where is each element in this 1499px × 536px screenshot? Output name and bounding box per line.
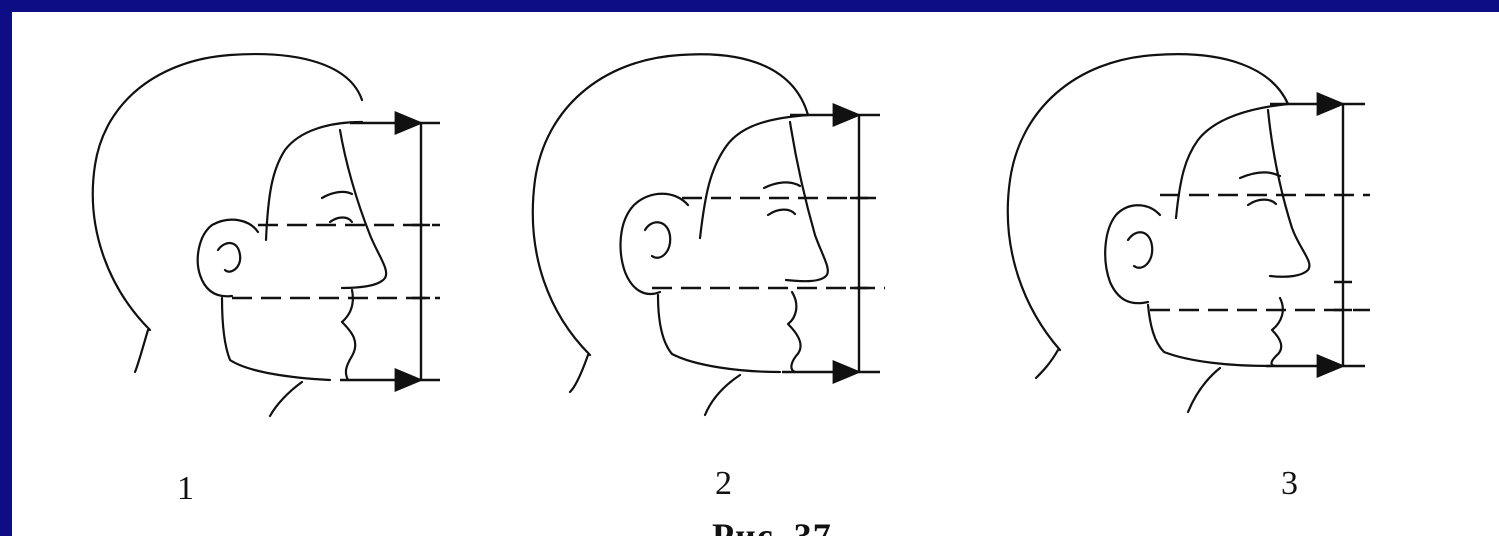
profiles-diagram bbox=[12, 12, 1499, 536]
head-2-jaw-neck bbox=[570, 295, 780, 415]
figure-caption: Рис. 37. bbox=[712, 515, 842, 536]
figure-label-1: 1 bbox=[177, 472, 194, 506]
head-1-face-profile bbox=[340, 130, 386, 380]
head-3-jaw-neck bbox=[1036, 305, 1270, 412]
head-3-face-profile bbox=[1268, 110, 1309, 366]
head-1-eye bbox=[322, 192, 352, 222]
head-2-ear bbox=[621, 194, 688, 294]
head-profile-2 bbox=[533, 54, 885, 415]
head-3-ear bbox=[1105, 205, 1160, 303]
figure-panel: 1 2 3 Рис. 37. bbox=[12, 12, 1499, 536]
head-1-hairline bbox=[266, 122, 362, 240]
head-2-face-profile bbox=[786, 122, 828, 372]
head-2-hair-outline bbox=[533, 54, 808, 355]
head-1-hair-outline bbox=[93, 54, 362, 330]
head-1-ear bbox=[198, 220, 258, 297]
figure-label-2: 2 bbox=[715, 467, 732, 501]
head-3-eye bbox=[1240, 172, 1280, 205]
head-profile-1 bbox=[93, 54, 440, 416]
head-profile-3 bbox=[1008, 54, 1370, 412]
head-1-jaw-neck bbox=[135, 298, 330, 416]
figure-label-3: 3 bbox=[1281, 467, 1298, 501]
